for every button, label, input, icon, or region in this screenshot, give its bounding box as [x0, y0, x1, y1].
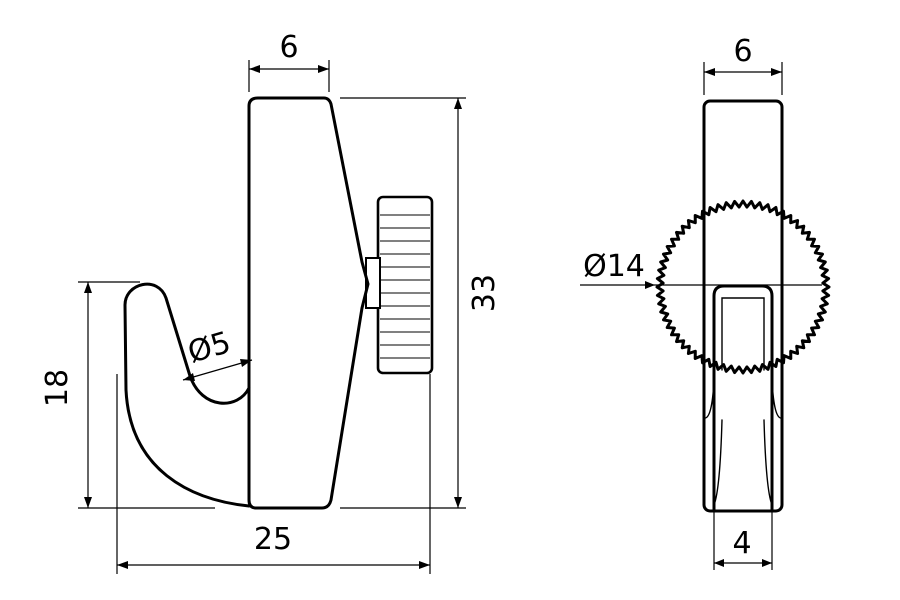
thumb-wheel-knurling [380, 214, 430, 359]
side-width-label: 6 [733, 34, 752, 69]
thumb-wheel-body [376, 195, 434, 375]
slot-width-label: 4 [732, 526, 751, 561]
thumb-wheel [365, 195, 434, 375]
front-view [123, 96, 434, 510]
hook-diameter-label: Ø5 [184, 325, 235, 370]
hook-height-label: 18 [40, 369, 75, 407]
side-slot-inner [721, 297, 765, 371]
thumb-wheel-side [655, 199, 831, 375]
hook-curve [123, 282, 251, 508]
total-height-label: 33 [467, 274, 502, 312]
side-dimensions: 6 Ø14 4 [580, 34, 822, 570]
overall-width-label: 25 [254, 522, 292, 557]
side-view [655, 99, 831, 513]
thumb-wheel-shaft [365, 257, 381, 309]
thumb-wheel-diameter-label: Ø14 [583, 249, 645, 284]
side-slot-curve-right [771, 379, 783, 419]
side-slot [712, 284, 774, 512]
side-body [702, 99, 784, 513]
hook-body [247, 96, 370, 510]
side-slot-base-right [763, 419, 773, 506]
side-slot-base-left [713, 419, 723, 506]
side-slot-curve-left [703, 379, 715, 419]
front-width-label: 6 [279, 30, 298, 65]
